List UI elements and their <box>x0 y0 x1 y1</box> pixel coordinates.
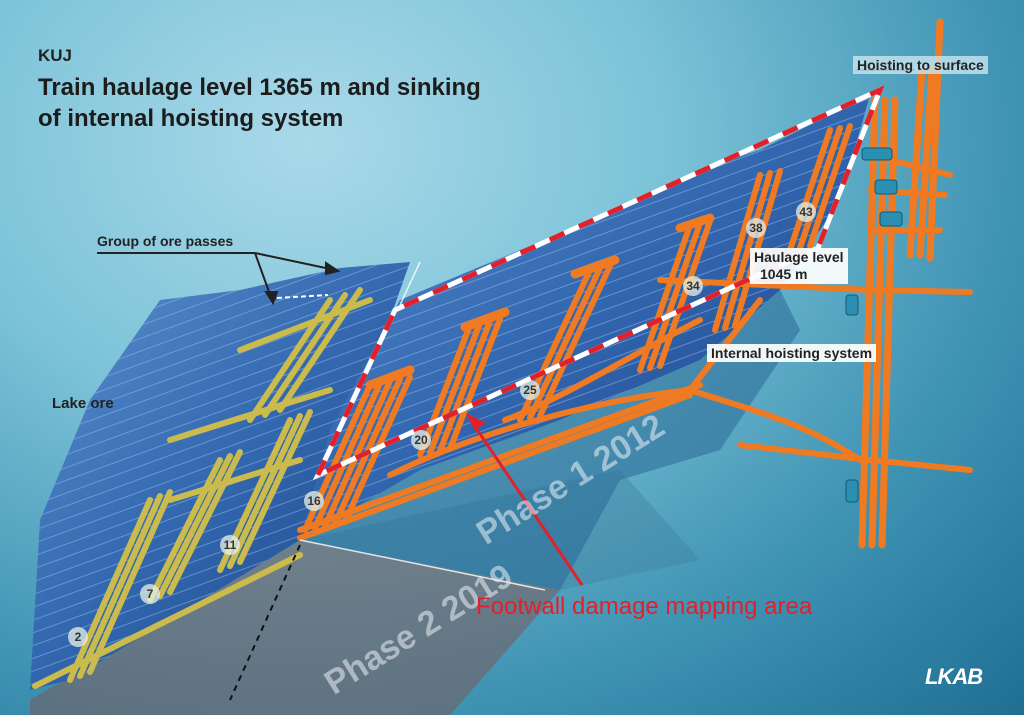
block-number: 7 <box>140 584 160 604</box>
block-number: 34 <box>683 276 703 296</box>
internal-hoisting-system-label: Internal hoisting system <box>707 344 877 362</box>
footwall-damage-mapping-area-label: Footwall damage mapping area <box>476 593 813 620</box>
footwall-arrow <box>472 424 584 586</box>
haulage-level-line1: Haulage level <box>754 249 844 265</box>
company-code: KUJ <box>38 46 73 65</box>
title-line-2: of internal hoisting system <box>38 105 344 132</box>
title-line-1: Train haulage level 1365 m and sinking <box>38 74 481 101</box>
page-title: Train haulage level 1365 m and sinking o… <box>38 72 598 134</box>
group-of-ore-passes-label: Group of ore passes <box>97 233 234 249</box>
hoisting-shafts <box>858 18 953 549</box>
lkab-logo: LKAB <box>925 664 983 689</box>
block-number: 16 <box>304 491 324 511</box>
block-number: 20 <box>411 430 431 450</box>
haulage-level-label: Haulage level 1045 m <box>750 248 848 284</box>
hoisting-to-surface-label: Hoisting to surface <box>853 56 988 74</box>
footwall-floor <box>30 540 560 715</box>
block-number: 11 <box>220 535 240 555</box>
group-of-ore-passes-arrows <box>97 252 341 306</box>
hoist-equipment <box>845 147 903 503</box>
haulage-level-line2: 1045 m <box>760 266 808 282</box>
block-number: 38 <box>746 218 766 238</box>
block-number: 25 <box>520 380 540 400</box>
lake-ore-label: Lake ore <box>52 395 114 412</box>
block-number: 43 <box>796 202 816 222</box>
block-number: 2 <box>68 627 88 647</box>
